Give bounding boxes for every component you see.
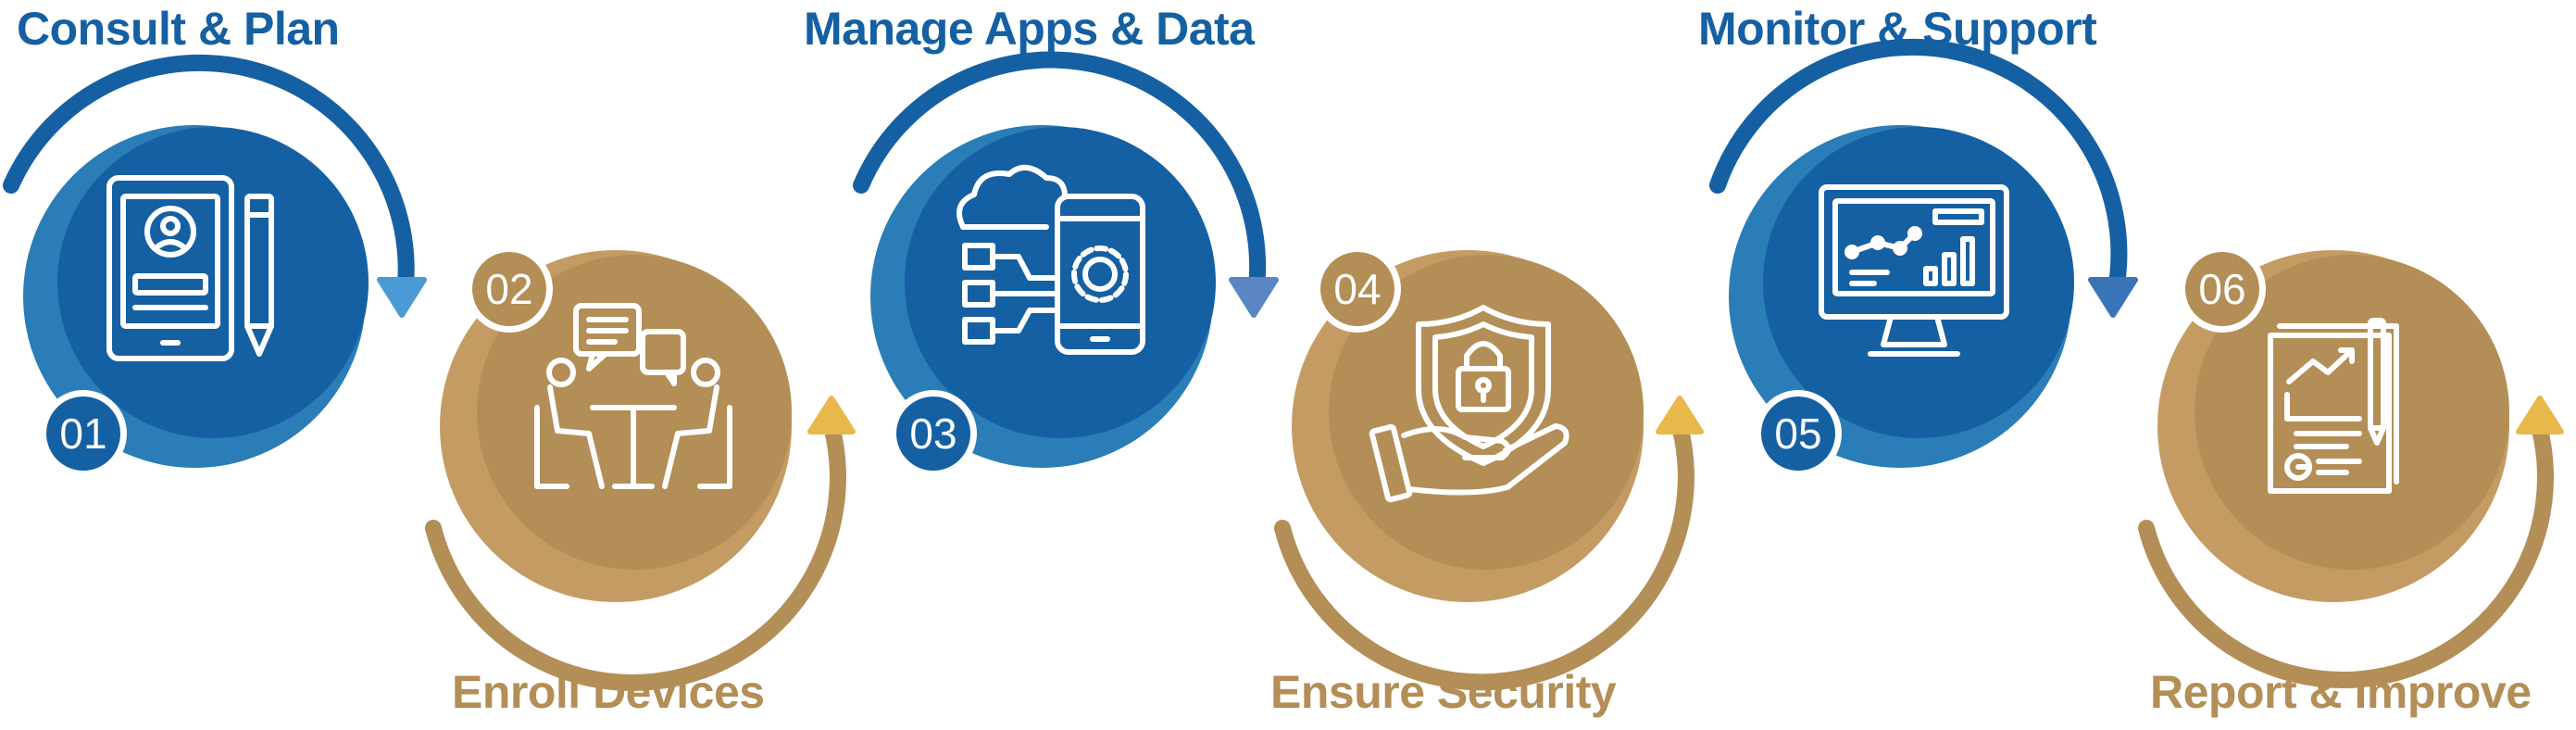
step-04-title: Ensure Security: [1270, 666, 1617, 718]
report-document-icon: [2268, 318, 2399, 494]
step-03-title: Manage Apps & Data: [804, 3, 1255, 55]
step-02-arrowhead: [807, 396, 856, 434]
step-02-number: 02: [485, 265, 532, 313]
step-02-title: Enroll Devices: [452, 666, 765, 718]
step-03-number: 03: [909, 409, 957, 458]
step-01-arc: [3, 54, 415, 303]
step-05-badge: [1761, 396, 1835, 471]
hand-shield-lock-icon: [1369, 305, 1569, 503]
step-01-title: Consult & Plan: [17, 3, 340, 55]
step-01: 01: [3, 54, 427, 477]
tablet-profile-pencil-icon: [106, 175, 274, 361]
step-04-arrowhead: [1656, 396, 1704, 434]
step-02-arc: [425, 418, 846, 691]
monitor-analytics-icon: [1819, 184, 2009, 357]
step-05-arc: [1709, 38, 2128, 303]
step-04-badge: [1320, 252, 1394, 326]
step-04: 04: [1274, 245, 1704, 691]
step-02-badge: [472, 252, 546, 326]
step-03-badge: [896, 396, 970, 471]
step-05-arrowhead: [2088, 277, 2138, 318]
step-01-circle-front: [57, 127, 369, 438]
step-05-title: Monitor & Support: [1698, 3, 2097, 55]
step-01-arrowhead: [377, 277, 427, 318]
step-05: 05: [1709, 38, 2138, 477]
step-01-badge: [46, 396, 120, 471]
step-04-number: 04: [1333, 265, 1381, 313]
step-06-arrowhead: [2516, 396, 2564, 434]
step-03-arrowhead: [1229, 277, 1279, 318]
step-03: 03: [853, 51, 1279, 477]
step-02: 02: [425, 245, 856, 691]
cloud-phone-gear-icon: [957, 165, 1145, 355]
meeting-discussion-icon: [534, 303, 732, 489]
step-05-circle-front: [1763, 127, 2074, 438]
step-04-arc: [1274, 418, 1694, 691]
step-06: 06: [2138, 245, 2564, 688]
step-06-number: 06: [2198, 265, 2245, 313]
step-03-arc: [853, 51, 1267, 303]
step-06-title: Report & Improve: [2150, 666, 2532, 718]
step-06-arc: [2138, 418, 2554, 688]
step-01-number: 01: [59, 409, 106, 458]
step-05-number: 05: [1774, 409, 1821, 458]
step-06-badge: [2185, 252, 2259, 326]
